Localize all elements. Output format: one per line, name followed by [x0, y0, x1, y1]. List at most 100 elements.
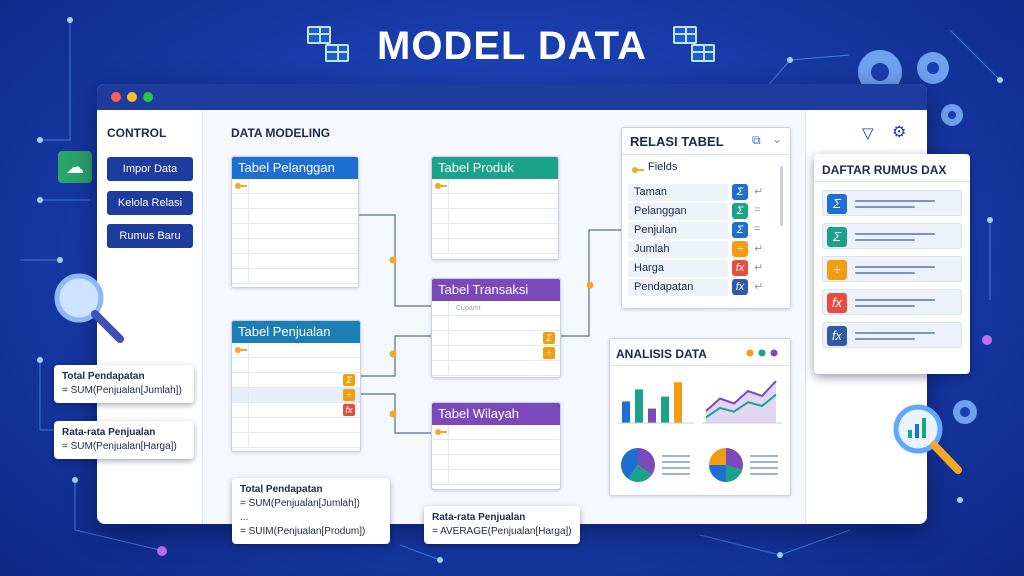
- relasi-field-item[interactable]: Pendapatan: [628, 279, 728, 296]
- tabel-penjualan[interactable]: Tabel Penjualan Σ ÷ fx: [231, 320, 361, 452]
- legend-line: [750, 473, 778, 475]
- dax-formula-item[interactable]: Σ: [822, 190, 962, 216]
- bar: [622, 401, 630, 423]
- tabel-penjualan-header[interactable]: Tabel Penjualan: [232, 321, 360, 343]
- field-type-icon: fx: [732, 260, 748, 276]
- return-icon[interactable]: ↵: [754, 281, 764, 293]
- bar: [661, 396, 669, 423]
- page-title-area: MODEL DATA: [0, 22, 1024, 69]
- placeholder-line: [855, 206, 915, 208]
- return-icon[interactable]: =: [754, 223, 761, 235]
- legend-line: [750, 467, 778, 469]
- legend-dot: [758, 349, 766, 357]
- return-icon[interactable]: ↵: [754, 262, 764, 274]
- field-type-icon: Σ: [732, 184, 748, 200]
- bar: [648, 408, 656, 423]
- dax-function-icon: fx: [827, 326, 847, 346]
- relasi-field-item[interactable]: Penjulan: [628, 222, 728, 239]
- relasi-field-item[interactable]: Taman: [628, 184, 728, 201]
- legend-line: [750, 461, 778, 463]
- upload-icon-button[interactable]: ☁: [58, 151, 92, 183]
- legend-line: [662, 461, 690, 463]
- formula-expression: = SUM(Penjualan[Harga]): [62, 441, 177, 452]
- dax-function-icon: ÷: [827, 260, 847, 280]
- analisis-data-heading: ANALISIS DATA: [616, 347, 707, 361]
- relasi-tabel-heading: RELASI TABEL: [630, 134, 724, 149]
- formula-expression: = AVERAGE(Penjualan[Harga]): [432, 526, 572, 537]
- window-close-button[interactable]: [111, 92, 121, 102]
- key-icon: [435, 429, 447, 435]
- field-type-icon: fx: [732, 279, 748, 295]
- settings-gear-icon[interactable]: ⚙: [892, 124, 907, 141]
- dax-function-icon: fx: [827, 293, 847, 313]
- divide-icon: ÷: [543, 347, 555, 359]
- legend-line: [662, 455, 690, 457]
- placeholder-line: [855, 266, 935, 268]
- tabel-produk[interactable]: Tabel Produk: [431, 156, 559, 260]
- copy-icon[interactable]: ⧉: [752, 133, 761, 147]
- placeholder-line: [855, 338, 915, 340]
- impor-data-button[interactable]: Impor Data: [107, 157, 193, 181]
- area-fill: [706, 381, 776, 423]
- tabel-pelanggan[interactable]: Tabel Pelanggan: [231, 156, 359, 288]
- control-heading: CONTROL: [107, 126, 167, 140]
- chevron-down-icon[interactable]: ⌄: [772, 132, 783, 146]
- pie-slice: [628, 465, 652, 482]
- return-icon[interactable]: ↵: [754, 243, 764, 255]
- dax-formula-item[interactable]: fx: [822, 289, 962, 315]
- key-icon: [435, 183, 447, 189]
- return-icon[interactable]: =: [754, 204, 761, 216]
- field-type-icon: Σ: [732, 203, 748, 219]
- tabel-wilayah[interactable]: Tabel Wilayah: [431, 402, 561, 490]
- divide-icon: ÷: [343, 389, 355, 401]
- scrollbar[interactable]: [780, 166, 783, 226]
- transaksi-search-field[interactable]: Cupamt: [432, 301, 560, 316]
- filter-icon[interactable]: ▽: [862, 125, 874, 142]
- formula-ellipsis: ...: [240, 512, 249, 523]
- pie-slice: [621, 448, 638, 479]
- pie-slice: [709, 465, 726, 482]
- pie-slice: [726, 448, 743, 471]
- kelola-relasi-button[interactable]: Kelola Relasi: [107, 191, 193, 215]
- sum-icon: Σ: [343, 374, 355, 386]
- dax-formula-item[interactable]: ÷: [822, 256, 962, 282]
- window-minimize-button[interactable]: [127, 92, 137, 102]
- tabel-transaksi[interactable]: Tabel Transaksi Cupamt Σ ÷: [431, 278, 561, 378]
- pie-slice: [709, 448, 726, 465]
- tabel-pelanggan-header[interactable]: Tabel Pelanggan: [232, 157, 358, 179]
- key-icon: [235, 347, 247, 353]
- data-modeling-heading: DATA MODELING: [231, 126, 331, 140]
- window-maximize-button[interactable]: [143, 92, 153, 102]
- tabel-transaksi-header[interactable]: Tabel Transaksi: [432, 279, 560, 301]
- formula-card-bottom-average[interactable]: Rata-rata Penjualan = AVERAGE(Penjualan[…: [424, 506, 580, 544]
- legend-line: [662, 473, 690, 475]
- formula-card-rata-rata[interactable]: Rata-rata Penjualan = SUM(Penjualan[Harg…: [54, 421, 194, 459]
- relasi-field-item[interactable]: Harga: [628, 260, 728, 277]
- formula-expression: = SUM(Penjualan[Jumlah]): [240, 498, 360, 509]
- analisis-data-panel: ANALISIS DATA: [609, 338, 791, 496]
- placeholder-line: [855, 239, 915, 241]
- pie-slice: [638, 448, 655, 475]
- analisis-charts: [618, 349, 782, 482]
- tabel-produk-header[interactable]: Tabel Produk: [432, 157, 558, 179]
- dax-formula-item[interactable]: Σ: [822, 223, 962, 249]
- table-icon: [673, 26, 717, 66]
- formula-label: Total Pendapatan: [62, 371, 145, 382]
- relasi-field-item[interactable]: Pelanggan: [628, 203, 728, 220]
- bar: [635, 389, 643, 423]
- formula-card-total-pendapatan[interactable]: Total Pendapatan = SUM(Penjualan[Jumlah]…: [54, 365, 194, 403]
- function-icon: fx: [343, 404, 355, 416]
- rumus-baru-button[interactable]: Rumus Baru: [107, 224, 193, 248]
- app-window: CONTROL Impor Data Kelola Relasi Rumus B…: [97, 84, 927, 524]
- return-icon[interactable]: ↵: [754, 186, 764, 198]
- relasi-field-item[interactable]: Jumlah: [628, 241, 728, 258]
- formula-card-bottom-total[interactable]: Total Pendapatan = SUM(Penjualan[Jumlah]…: [232, 478, 390, 544]
- formula-label: Rata-rata Penjualan: [432, 512, 526, 523]
- tabel-wilayah-header[interactable]: Tabel Wilayah: [432, 403, 560, 425]
- formula-label: Rata-rata Penjualan: [62, 427, 156, 438]
- dax-formula-item[interactable]: fx: [822, 322, 962, 348]
